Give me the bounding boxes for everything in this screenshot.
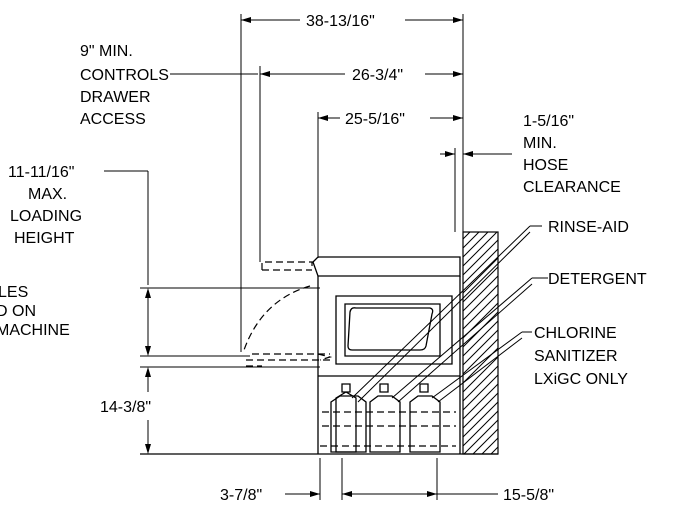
svg-text:HEIGHT: HEIGHT xyxy=(14,230,75,247)
svg-text:LXiGC ONLY: LXiGC ONLY xyxy=(534,371,628,388)
bottle-chlorine-sanitizer xyxy=(409,383,441,453)
loading-height-line-2: MAX. xyxy=(28,186,67,203)
dimension-body-depth: 25-5/16" xyxy=(318,111,463,128)
detergent-label: DETERGENT xyxy=(548,271,647,288)
label-rinse-aid: RINSE-AID xyxy=(351,219,629,403)
svg-text:9" MIN.: 9" MIN. xyxy=(80,43,133,60)
note-loading-height: 11-11/16" MAX. LOADING HEIGHT xyxy=(8,164,151,356)
label-chlorine-sanitizer: CHLORINE SANITIZER LXiGC ONLY xyxy=(431,325,628,403)
controls-depth-label: 26-3/4" xyxy=(352,67,403,84)
chlorine-line-2: SANITIZER xyxy=(534,348,618,365)
note-controls-access: 9" MIN. CONTROLS DRAWER ACCESS xyxy=(80,43,258,128)
controls-access-line-1: 9" MIN. xyxy=(80,43,133,60)
overall-depth-label: 38-13/16" xyxy=(306,13,375,30)
loading-height-line-1: 11-11/16" xyxy=(8,164,74,181)
svg-text:MAX.: MAX. xyxy=(28,186,67,203)
cutoff-line-1: LES xyxy=(0,284,28,301)
chlorine-line-1: CHLORINE xyxy=(534,325,617,342)
note-cutoff: LES D ON MACHINE xyxy=(0,284,70,339)
svg-text:CHLORINE: CHLORINE xyxy=(534,325,617,342)
svg-text:SANITIZER: SANITIZER xyxy=(534,348,618,365)
dimension-bottle-span: 15-5/8" xyxy=(356,487,554,504)
svg-text:ACCESS: ACCESS xyxy=(80,111,146,128)
controls-access-line-3: DRAWER xyxy=(80,89,151,106)
note-hose-clearance: 1-5/16" MIN. HOSE CLEARANCE xyxy=(440,113,621,196)
body-depth-label: 25-5/16" xyxy=(345,111,405,128)
hose-clearance-line-1: 1-5/16" xyxy=(523,113,574,130)
hose-clearance-line-2: MIN. xyxy=(523,135,557,152)
hose-clearance-line-3: HOSE xyxy=(523,157,568,174)
dimension-base-height: 14-3/8" xyxy=(100,367,151,454)
dimension-controls-depth: 26-3/4" xyxy=(260,67,463,84)
wall xyxy=(462,231,499,455)
extension-lines xyxy=(140,14,464,500)
hose-clearance-line-4: CLEARANCE xyxy=(523,179,621,196)
svg-text:MIN.: MIN. xyxy=(523,135,557,152)
label-detergent: DETERGENT xyxy=(391,271,647,403)
controls-access-line-2: CONTROLS xyxy=(80,67,169,84)
svg-text:CLEARANCE: CLEARANCE xyxy=(523,179,621,196)
svg-text:11-11/16": 11-11/16" xyxy=(8,164,74,181)
cutoff-line-2: D ON xyxy=(0,303,36,320)
dimension-left-offset: 3-7/8" xyxy=(220,487,356,504)
controls-access-line-4: ACCESS xyxy=(80,111,146,128)
bottle-span-label: 15-5/8" xyxy=(503,487,554,504)
bottle-detergent xyxy=(369,383,401,453)
dishwasher-machine xyxy=(243,256,461,454)
base-height-label: 14-3/8" xyxy=(100,399,151,416)
dimension-overall-depth: 38-13/16" xyxy=(241,13,463,30)
svg-text:MACHINE: MACHINE xyxy=(0,322,70,339)
cutoff-line-3: MACHINE xyxy=(0,322,70,339)
left-offset-label: 3-7/8" xyxy=(220,487,262,504)
svg-text:LOADING: LOADING xyxy=(10,208,82,225)
svg-text:1-5/16": 1-5/16" xyxy=(523,113,574,130)
svg-text:CONTROLS: CONTROLS xyxy=(80,67,169,84)
bottle-rinse-aid xyxy=(330,383,367,453)
chlorine-line-3: LXiGC ONLY xyxy=(534,371,628,388)
loading-height-line-3: LOADING xyxy=(10,208,82,225)
svg-text:LES: LES xyxy=(0,284,28,301)
rinse-aid-label: RINSE-AID xyxy=(548,219,629,236)
svg-text:DRAWER: DRAWER xyxy=(80,89,151,106)
chemical-bottles xyxy=(330,383,441,453)
loading-height-line-4: HEIGHT xyxy=(14,230,75,247)
svg-text:D ON: D ON xyxy=(0,303,36,320)
svg-text:HOSE: HOSE xyxy=(523,157,568,174)
